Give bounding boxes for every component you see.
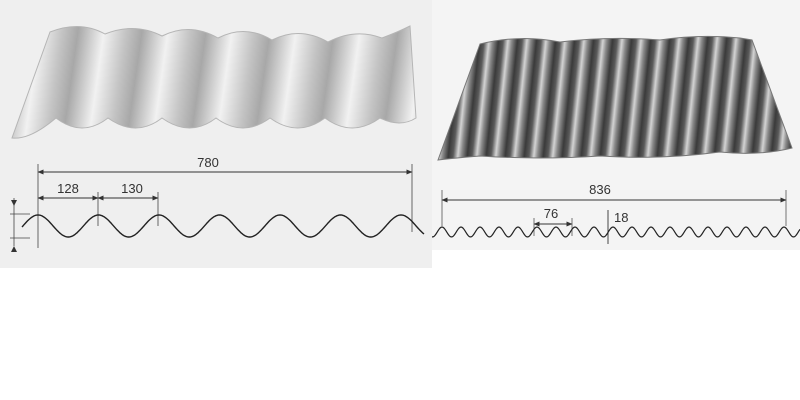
- dimension-total-right: 836: [441, 182, 787, 226]
- label-780: 780: [197, 155, 219, 170]
- dimension-height-left: [10, 198, 30, 252]
- label-128: 128: [57, 181, 79, 196]
- label-130: 130: [121, 181, 143, 196]
- dimension-pitch-130: 130: [97, 181, 159, 226]
- left-wave-profile: [21, 214, 425, 238]
- right-panel: 836 76 18: [432, 0, 800, 250]
- dimension-depth-18: 18: [607, 210, 628, 244]
- left-sheet-photo: [11, 25, 417, 139]
- right-wave-profile: [432, 226, 800, 238]
- label-18: 18: [614, 210, 628, 225]
- left-panel: 780 128 130: [0, 0, 432, 268]
- label-836: 836: [589, 182, 611, 197]
- dimension-pitch-76: 76: [533, 206, 573, 236]
- label-76: 76: [544, 206, 558, 221]
- right-sheet-photo: [437, 35, 793, 161]
- dimension-pitch-128: 128: [37, 181, 99, 226]
- dimension-total-left: 780: [37, 155, 413, 248]
